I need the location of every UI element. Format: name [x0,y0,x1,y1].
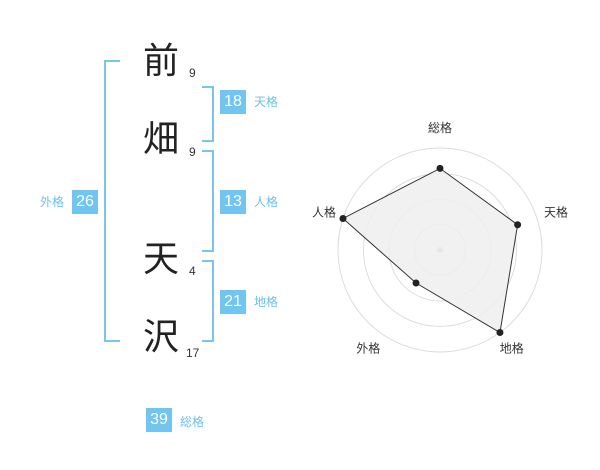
radar-ring [337,147,543,353]
radar-axis-label-4: 人格 [312,204,336,219]
radar-point-1 [514,221,522,229]
radar-polygon [342,167,519,334]
chikaku-label: 地格 [254,295,279,309]
surname-char-2-strokes: 9 [189,145,196,159]
tenkaku-value-badge: 18 [220,90,246,114]
soukaku-value-badge: 39 [146,408,172,432]
radar-axis-label-2: 地格 [500,341,524,356]
tenkaku-label: 天格 [254,95,279,109]
gaikaku-value-badge: 26 [72,190,98,214]
radar-axis-label-3: 外格 [356,341,380,356]
tenkaku-bracket [202,86,214,142]
radar-point-3 [412,279,420,287]
given-char-1: 天 [143,239,180,280]
surname-char-1: 前 [143,41,180,82]
given-char-2-strokes: 17 [186,346,200,360]
jinkaku-label: 人格 [254,195,279,209]
radar-axis-label-1: 天格 [544,204,568,219]
surname-char-2: 畑 [143,119,180,160]
chikaku-bracket [202,260,214,342]
jinkaku-value-badge: 13 [220,190,246,214]
given-char-1-strokes: 4 [189,264,196,278]
gaikaku-label: 外格 [40,195,65,209]
soukaku-label: 総格 [180,415,205,429]
radar-point-2 [496,329,504,337]
radar-point-0 [436,164,444,172]
radar-point-4 [339,214,347,222]
radar-axis-label-0: 総格 [428,120,452,135]
jinkaku-bracket [202,150,214,252]
chikaku-value-badge: 21 [220,290,246,314]
surname-char-1-strokes: 9 [189,66,196,80]
gaikaku-bracket [104,60,120,342]
given-char-2: 沢 [143,317,180,358]
